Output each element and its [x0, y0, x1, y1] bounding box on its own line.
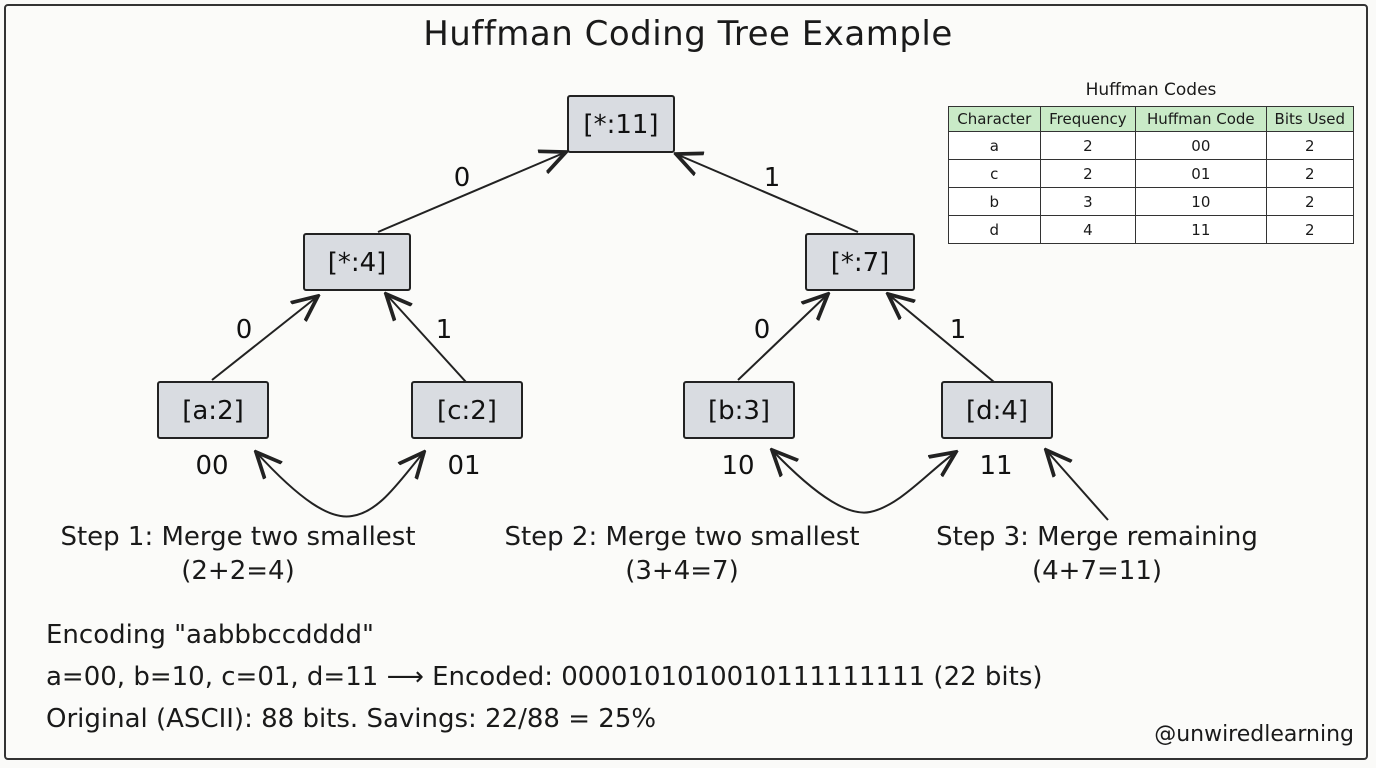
edge-c-to-left: [386, 294, 467, 383]
node-d-label: [d:4]: [966, 396, 1028, 426]
step-3-text: Step 3: Merge remaining: [936, 522, 1258, 552]
header-frequency: Frequency: [1039, 106, 1137, 132]
step3-arrow: [1046, 450, 1109, 521]
header-huffman-code: Huffman Code: [1135, 106, 1267, 132]
step-3-sum: (4+7=11): [1031, 556, 1163, 586]
encoding-heading: Encoding "aabbbccdddd": [46, 620, 374, 650]
table-cell: b: [948, 187, 1041, 216]
table-cell: 2: [1265, 187, 1355, 216]
step-2-caption: Step 2: Merge two smallest (3+4=7): [476, 520, 888, 588]
step-1-sum: (2+2=4): [181, 556, 295, 586]
table-cell: 3: [1039, 187, 1137, 216]
header-bits-used: Bits Used: [1265, 106, 1355, 132]
leaf-code-a: 00: [195, 451, 228, 481]
table-row: b 3 10 2: [948, 187, 1355, 216]
edge-label-left-a: 0: [236, 315, 253, 345]
encoding-result: a=00, b=10, c=01, d=11 ⟶ Encoded: 000010…: [46, 662, 1043, 692]
node-a: [a:2]: [157, 381, 269, 439]
table-caption: Huffman Codes: [1085, 80, 1217, 100]
table-row: c 2 01 2: [948, 159, 1355, 188]
table-cell: 2: [1265, 131, 1355, 160]
diagram-title: Huffman Coding Tree Example: [423, 14, 953, 54]
table-cell: 10: [1135, 187, 1267, 216]
leaf-code-c: 01: [447, 451, 480, 481]
table-cell: 2: [1265, 215, 1355, 244]
table-header-row: Character Frequency Huffman Code Bits Us…: [948, 106, 1355, 132]
edge-label-root-right: 1: [764, 163, 781, 193]
table-cell: 11: [1135, 215, 1267, 244]
encoding-savings: Original (ASCII): 88 bits. Savings: 22/8…: [46, 704, 657, 734]
step-2-sum: (3+4=7): [625, 556, 739, 586]
node-root-label: [*:11]: [583, 110, 658, 140]
node-a-label: [a:2]: [182, 396, 244, 426]
edge-label-right-d: 1: [950, 315, 967, 345]
table-cell: d: [948, 215, 1041, 244]
table-cell: 2: [1039, 159, 1137, 188]
step-1-caption: Step 1: Merge two smallest (2+2=4): [36, 520, 440, 588]
table-row: d 4 11 2: [948, 215, 1355, 244]
table-cell: 4: [1039, 215, 1137, 244]
table-cell: 00: [1135, 131, 1267, 160]
node-root: [*:11]: [567, 95, 675, 153]
node-c: [c:2]: [411, 381, 523, 439]
node-right-label: [*:7]: [831, 248, 890, 278]
table-cell: 01: [1135, 159, 1267, 188]
table-cell: c: [948, 159, 1041, 188]
codes-table: Character Frequency Huffman Code Bits Us…: [948, 106, 1355, 244]
edge-label-right-b: 0: [754, 315, 771, 345]
table-cell: 2: [1039, 131, 1137, 160]
node-right: [*:7]: [805, 233, 915, 291]
edge-b-to-right: [737, 294, 828, 381]
edge-left-to-root: [377, 152, 566, 233]
node-left: [*:4]: [303, 233, 411, 291]
leaf-code-d: 11: [979, 451, 1012, 481]
edge-a-to-left: [211, 296, 318, 381]
step-1-text: Step 1: Merge two smallest: [60, 522, 416, 552]
step2-arrow: [772, 450, 956, 514]
edge-label-root-left: 0: [454, 163, 471, 193]
node-d: [d:4]: [941, 381, 1053, 439]
node-left-label: [*:4]: [328, 248, 387, 278]
header-character: Character: [948, 106, 1041, 132]
table-cell: 2: [1265, 159, 1355, 188]
edge-d-to-right: [888, 294, 995, 383]
node-b-label: [b:3]: [708, 396, 770, 426]
node-c-label: [c:2]: [437, 396, 497, 426]
node-b: [b:3]: [683, 381, 795, 439]
table-row: a 2 00 2: [948, 131, 1355, 160]
edge-label-left-c: 1: [436, 315, 453, 345]
huffman-codes-table: Huffman Codes Character Frequency Huffma…: [948, 80, 1355, 244]
table-cell: a: [948, 131, 1041, 160]
step1-arrow: [256, 452, 424, 518]
leaf-code-b: 10: [721, 451, 754, 481]
step-3-caption: Step 3: Merge remaining (4+7=11): [918, 520, 1276, 588]
author-handle: @unwiredlearning: [1154, 722, 1354, 747]
edge-right-to-root: [676, 154, 859, 233]
step-2-text: Step 2: Merge two smallest: [504, 522, 860, 552]
